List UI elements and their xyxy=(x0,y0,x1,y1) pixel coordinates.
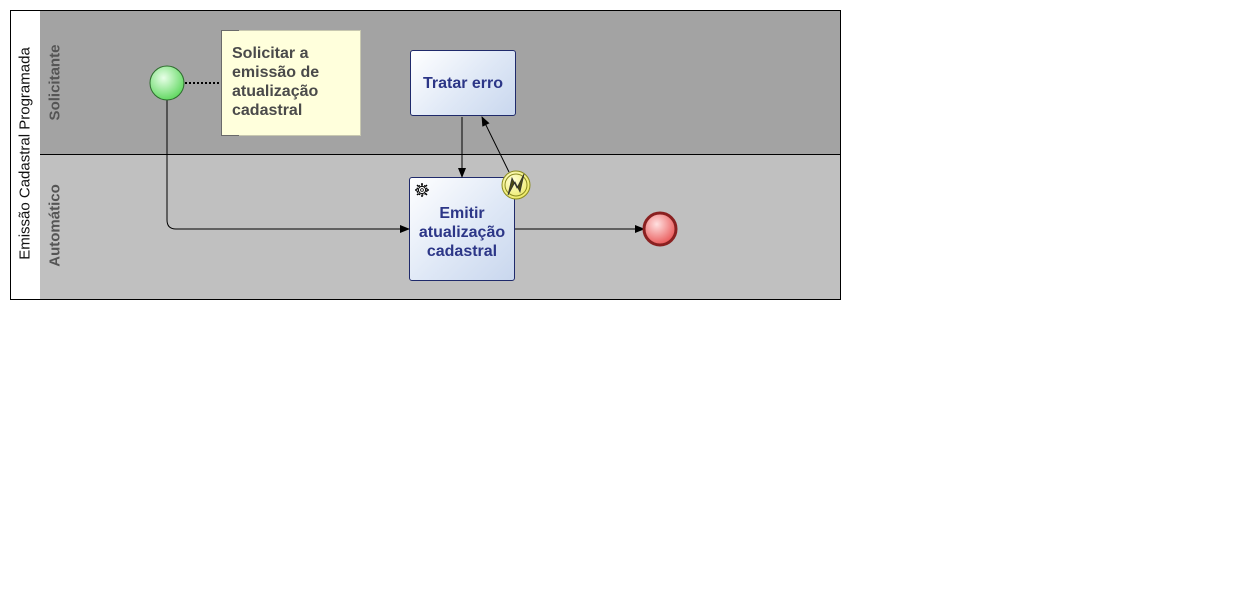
sequence-flow-start-to-emitir[interactable] xyxy=(166,100,410,233)
annotation-line: Solicitar a xyxy=(232,45,309,62)
task-emitir-label: Emitir atualização cadastral xyxy=(419,198,505,261)
sequence-flow-error-to-tratar[interactable] xyxy=(481,116,510,173)
task-emitir-line: Emitir xyxy=(439,204,485,222)
annotation-text: Solicitar a emissão de atualização cadas… xyxy=(232,44,357,120)
annotation-line: cadastral xyxy=(232,102,303,119)
end-event[interactable] xyxy=(642,211,678,247)
lightning-icon xyxy=(507,173,525,196)
task-tratar-erro-label: Tratar erro xyxy=(422,74,504,92)
annotation-line: emissão de xyxy=(232,64,320,81)
annotation-line: atualização xyxy=(232,83,319,100)
task-emitir-line: atualização xyxy=(418,223,506,241)
pool-header: Emissão Cadastral Programada xyxy=(11,11,41,299)
task-tratar-erro[interactable]: Tratar erro xyxy=(410,50,516,116)
text-annotation[interactable] xyxy=(221,30,361,136)
annotation-bracket xyxy=(221,30,239,136)
start-event[interactable] xyxy=(149,65,185,101)
gear-icon xyxy=(415,183,429,197)
task-emitir-line: cadastral xyxy=(426,242,498,260)
